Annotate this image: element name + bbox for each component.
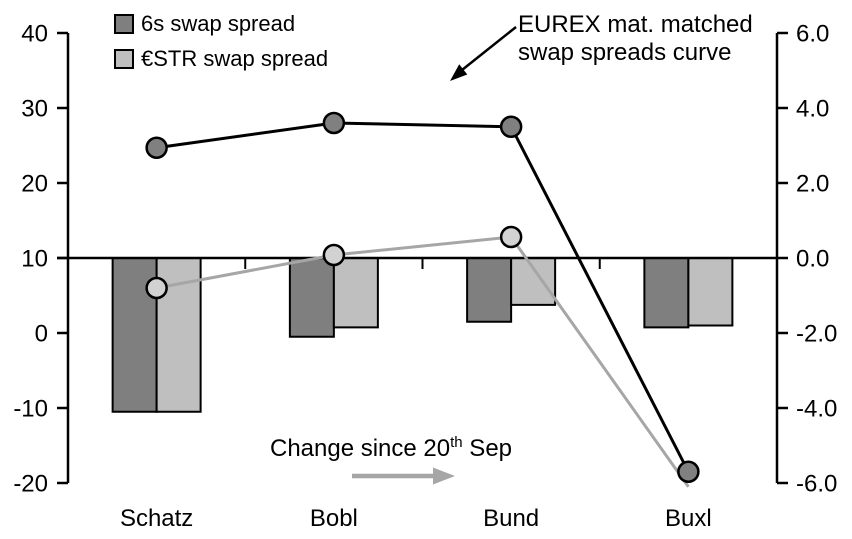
left-axis-tick-label: -20 [13,471,48,498]
right-axis-tick-label: 4.0 [796,96,829,123]
bar-series0-bobl [288,257,335,338]
change-note-text: Change since 20 [269,435,451,462]
left-axis-tick-label: 30 [21,96,48,123]
right-axis-tick-label: 2.0 [796,171,829,198]
category-label-bobl: Bobl [310,505,358,532]
change-note: Change since 20th Sep [261,435,521,463]
right-axis-tick-label: 0.0 [796,246,829,273]
marker-series1-bobl [322,111,346,135]
category-label-schatz: Schatz [120,505,193,532]
marker-series1-schatz [145,136,168,159]
right-axis-tick-label: -6.0 [796,471,837,498]
category-label-buxl: Buxl [665,505,712,532]
bar-series1-bobl [332,257,379,329]
legend-item-6s: 6s swap spread [114,11,328,36]
right-axis-tick-label: -4.0 [796,396,837,423]
legend-label-estr: €STR swap spread [141,46,329,71]
right-axis-tick-label: -2.0 [796,321,837,348]
curve-annotation: EUREX mat. matched swap spreads curve [518,11,753,67]
change-arrow-head [433,467,455,485]
bar-series0-bund [466,257,513,323]
legend-item-estr: €STR swap spread [114,46,329,71]
bar-series1-bund [510,257,557,306]
marker-series0-bund [499,225,523,249]
left-axis-tick-label: 0 [35,321,48,348]
legend-swatch-estr [114,48,134,69]
change-note-sup: th [450,434,463,451]
left-axis-tick-label: -10 [13,396,48,423]
category-label-bund: Bund [483,505,539,532]
marker-series1-bund [499,115,523,138]
line-series1 [156,121,690,473]
annotation-arrow-head [450,64,468,81]
marker-series1-buxl [677,460,700,483]
legend-label-6s: 6s swap spread [141,11,296,36]
annotation-arrow-shaft [461,26,517,71]
curve-annotation-line1: EUREX mat. matched [518,11,753,38]
bar-series0-buxl [643,257,690,329]
left-axis-tick-label: 10 [21,246,48,273]
legend: 6s swap spread €STR swap spread [114,11,329,71]
marker-series0-bobl [322,243,346,267]
left-axis-tick-label: 40 [21,21,48,48]
line-series0 [156,235,690,488]
bar-series1-buxl [687,257,734,327]
left-axis-tick-label: 20 [21,171,48,198]
curve-annotation-line2: swap spreads curve [518,39,732,66]
legend-swatch-6s [114,13,134,34]
change-note-tail: Sep [462,435,513,462]
right-axis-tick-label: 6.0 [796,21,829,48]
marker-series0-schatz [145,276,168,300]
